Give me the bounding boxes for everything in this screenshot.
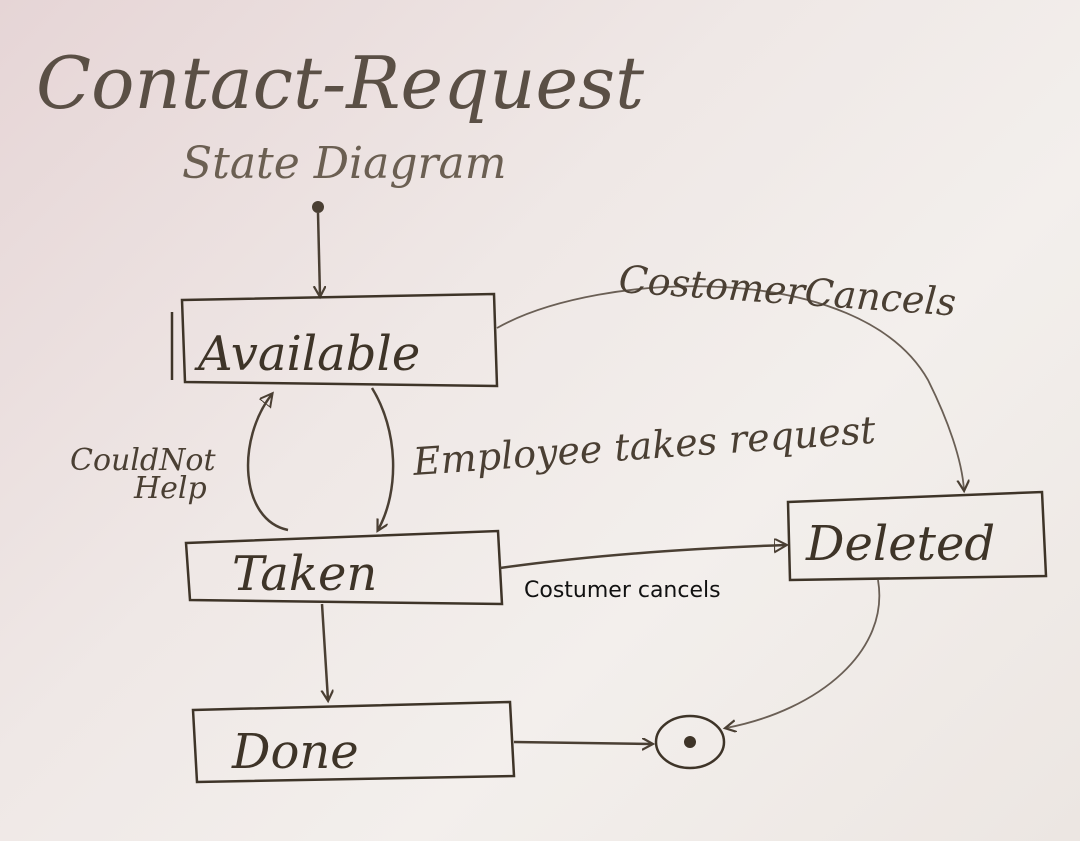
state-done-label: Done <box>231 724 359 780</box>
available-to-deleted-arrow <box>496 285 964 490</box>
state-deleted: Deleted <box>786 490 1048 582</box>
state-available: Available <box>170 292 499 388</box>
diagram-title: Contact-Request <box>36 41 645 125</box>
initial-state-dot <box>312 201 324 213</box>
initial-transition-arrow <box>318 212 320 296</box>
costumer-cancels-label: Costumer cancels <box>524 578 721 603</box>
done-to-final-arrow <box>513 742 652 744</box>
deleted-to-final-arrow <box>726 579 881 728</box>
customer-cancels-label: CostomerCancels <box>617 257 957 324</box>
available-to-taken-arrow <box>370 387 395 530</box>
final-state <box>654 714 726 770</box>
state-taken-label: Taken <box>232 546 377 602</box>
diagram-subtitle: State Diagram <box>182 138 507 189</box>
could-not-help-label-line1: CouldNot <box>70 443 216 478</box>
taken-to-available-arrow <box>246 394 289 532</box>
state-available-label: Available <box>194 326 420 382</box>
state-taken: Taken <box>184 529 504 606</box>
taken-to-done-arrow <box>322 603 328 700</box>
taken-to-deleted-arrow <box>499 545 786 570</box>
employee-takes-request-label: Employee takes request <box>411 408 878 484</box>
state-deleted-label: Deleted <box>805 516 995 572</box>
could-not-help-label-line2: Help <box>133 471 207 506</box>
state-done: Done <box>191 700 516 784</box>
